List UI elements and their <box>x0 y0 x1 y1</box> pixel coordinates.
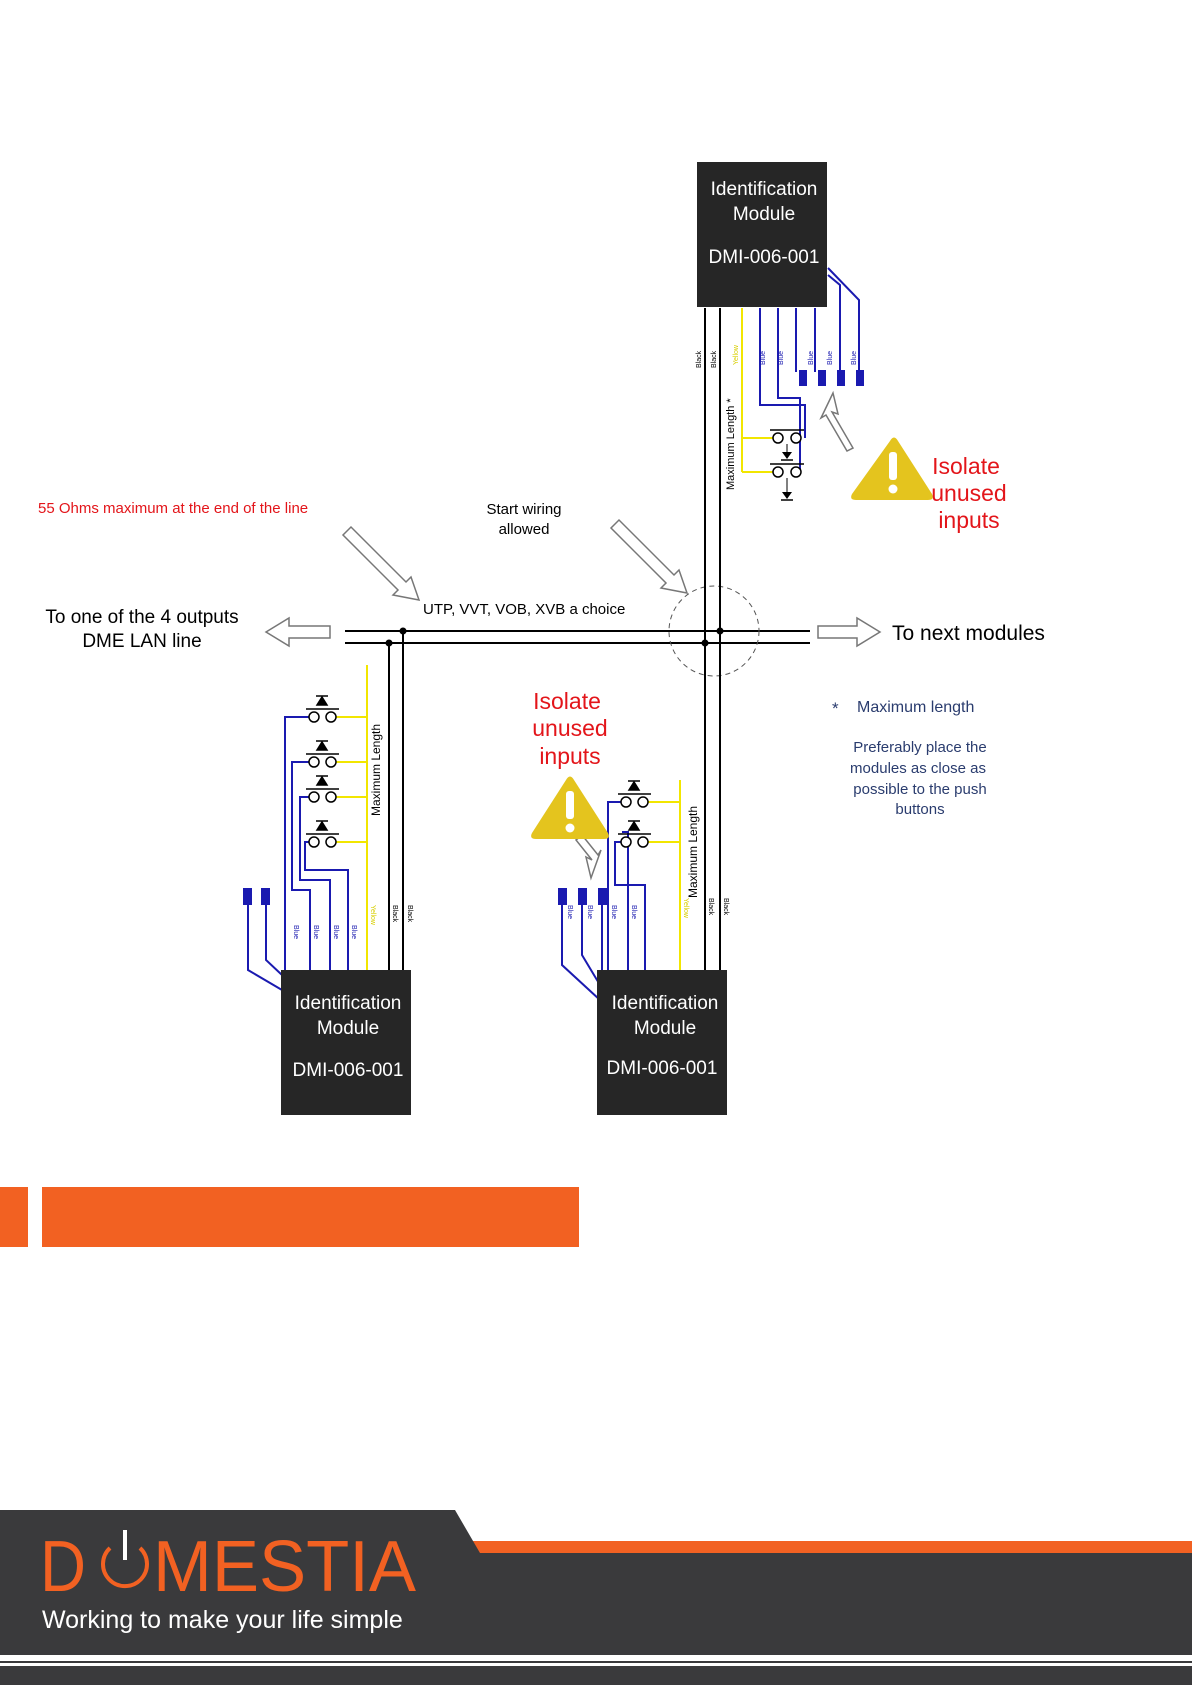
wire-label-blue: Blue <box>312 925 319 939</box>
power-icon <box>101 1530 149 1589</box>
wire-label-black: Black <box>391 905 398 923</box>
isolate-label-bottom: inputs <box>539 743 600 769</box>
right-diodes <box>627 780 641 831</box>
wire-label-blue: Blue <box>808 351 815 365</box>
wire-label-black: Black <box>707 898 714 916</box>
isolate-label-top: unused <box>931 480 1006 506</box>
to-outputs-label: To one of the 4 outputs <box>45 607 238 628</box>
right-module-title: Identification <box>612 993 719 1014</box>
left-module-box <box>281 970 411 1115</box>
junction-circle <box>668 585 760 677</box>
lan-line <box>345 630 810 644</box>
arrow-left-outline <box>264 616 331 648</box>
to-next-modules-label: To next modules <box>892 622 1045 645</box>
top-max-length-label: Maximum Length * <box>725 398 737 490</box>
left-module-terminals <box>243 888 270 905</box>
isolate-label-bottom: unused <box>532 715 607 741</box>
footer-band <box>0 1510 1192 1655</box>
brand-letter-d: D <box>40 1527 86 1607</box>
ohms-label: 55 Ohms maximum at the end of the line <box>38 500 308 517</box>
wire-label-blue: Blue <box>778 351 785 365</box>
arrow-ohms-outline <box>341 525 421 601</box>
arrow-top-terminals-outline <box>819 390 855 452</box>
wire-label-black: Black <box>696 350 703 368</box>
top-module-box <box>697 162 827 307</box>
note-line: possible to the push <box>853 781 986 798</box>
wire-label-yellow: Yellow <box>369 905 376 926</box>
right-push-buttons <box>618 793 651 848</box>
wire-label-blue: Blue <box>332 925 339 939</box>
top-module-terminals <box>799 370 864 386</box>
domestia-logo: D MESTIA <box>40 1527 416 1607</box>
right-module-box <box>597 970 727 1115</box>
wire-label-black: Black <box>722 898 729 916</box>
left-module-subtitle: Module <box>317 1018 379 1039</box>
wire-label-black: Black <box>711 350 718 368</box>
left-module-code: DMI-006-001 <box>293 1060 404 1081</box>
arrow-start-outline <box>609 518 689 594</box>
note-line: modules as close as <box>850 760 986 777</box>
wire-label-blue: Blue <box>851 351 858 365</box>
right-module-subtitle: Module <box>634 1018 696 1039</box>
note-line: buttons <box>895 801 944 818</box>
wire-label-blue: Blue <box>610 905 617 919</box>
right-max-length-label: Maximum Length <box>686 806 700 898</box>
left-module-wiring <box>247 631 404 991</box>
brand-letters: MESTIA <box>153 1527 416 1607</box>
wire-label-blue: Blue <box>586 905 593 919</box>
arrow-right-outline <box>817 616 882 648</box>
section-marker <box>0 1187 28 1247</box>
top-module-subtitle: Module <box>733 204 795 225</box>
wire-label-blue: Blue <box>292 925 299 939</box>
wire-label-yellow: Yellow <box>733 344 740 365</box>
isolate-label-top: Isolate <box>932 453 1000 479</box>
note-star: * <box>832 699 839 718</box>
note-title: Maximum length <box>857 699 974 716</box>
right-module-wiring <box>561 631 721 1001</box>
wire-label-yellow: Yellow <box>682 898 689 919</box>
top-module-wiring <box>704 267 860 643</box>
footer-bottom-strip <box>0 1666 1192 1685</box>
wire-label-blue: Blue <box>630 905 637 919</box>
start-wiring-label: Start wiring <box>486 501 561 518</box>
left-diodes <box>315 695 329 831</box>
isolate-label-bottom: Isolate <box>533 688 601 714</box>
top-module-code: DMI-006-001 <box>709 247 820 268</box>
wire-label-blue: Blue <box>350 925 357 939</box>
footer-orange-stripe <box>470 1541 1192 1553</box>
wire-label-blue: Blue <box>566 905 573 919</box>
left-module-title: Identification <box>295 993 402 1014</box>
right-module-code: DMI-006-001 <box>607 1058 718 1079</box>
section-title-bar <box>42 1187 579 1247</box>
cable-choice-label: UTP, VVT, VOB, XVB a choice <box>423 601 625 618</box>
start-wiring-label-2: allowed <box>499 521 550 538</box>
right-module-terminals <box>558 888 607 905</box>
top-push-buttons <box>770 429 804 478</box>
top-module-title: Identification <box>711 179 818 200</box>
note-line: Preferably place the <box>853 739 986 756</box>
wire-label-blue: Blue <box>760 351 767 365</box>
brand-tagline: Working to make your life simple <box>42 1606 403 1634</box>
isolate-label-top: inputs <box>938 507 999 533</box>
warning-icon <box>851 437 933 500</box>
warning-icon <box>531 776 609 839</box>
top-diodes <box>781 444 793 501</box>
left-max-length-label: Maximum Length <box>369 724 383 816</box>
arrow-right-terminals-outline <box>574 833 602 881</box>
left-push-buttons <box>306 708 339 848</box>
wire-label-blue: Blue <box>827 351 834 365</box>
wire-label-black: Black <box>406 905 413 923</box>
to-outputs-label-2: DME LAN line <box>82 631 201 652</box>
